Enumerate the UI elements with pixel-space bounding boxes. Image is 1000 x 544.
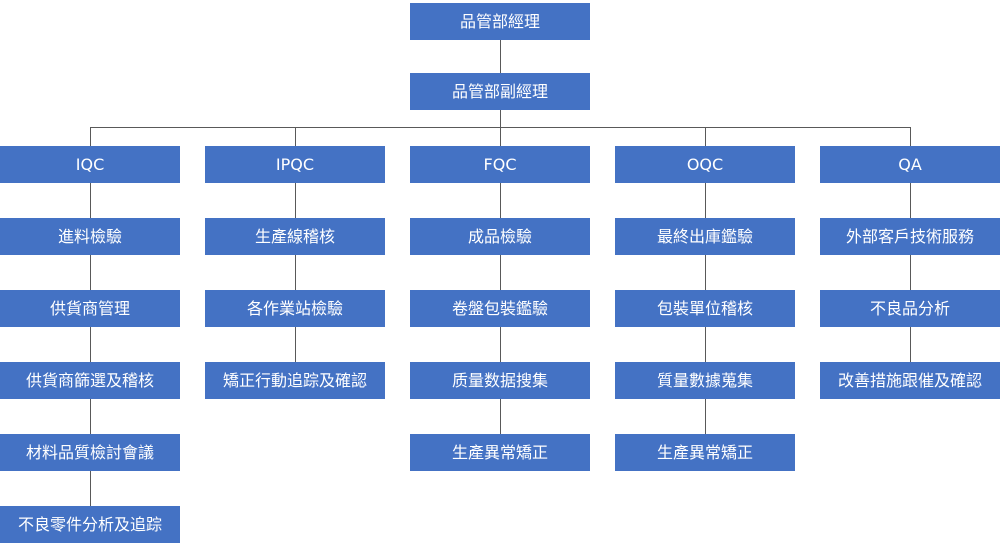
connector-line	[705, 399, 706, 434]
connector-line	[500, 327, 501, 362]
connector-line	[90, 471, 91, 506]
node-production-abnormality-correction-fqc: 生產異常矯正	[410, 434, 590, 471]
connector-line	[705, 127, 706, 146]
node-improvement-measures-followup-confirmation: 改善措施跟催及確認	[820, 362, 1000, 399]
node-quality-dept-manager: 品管部經理	[410, 3, 590, 40]
connector-line	[705, 327, 706, 362]
node-workstation-inspection: 各作業站檢驗	[205, 290, 385, 327]
node-supplier-management: 供貨商管理	[0, 290, 180, 327]
node-material-quality-review-meeting: 材料品質檢討會議	[0, 434, 180, 471]
connector-line	[705, 183, 706, 218]
node-quality-data-collection-oqc: 質量數據蒐集	[615, 362, 795, 399]
connector-line	[910, 255, 911, 290]
node-defective-product-analysis: 不良品分析	[820, 290, 1000, 327]
node-final-outbound-inspection: 最終出庫鑑驗	[615, 218, 795, 255]
connector-line	[500, 127, 501, 146]
node-incoming-material-inspection: 進料檢驗	[0, 218, 180, 255]
node-finished-product-inspection: 成品檢驗	[410, 218, 590, 255]
node-qa: QA	[820, 146, 1000, 183]
connector-line	[910, 327, 911, 362]
node-defective-parts-analysis-tracking: 不良零件分析及追踪	[0, 506, 180, 543]
node-external-customer-technical-service: 外部客戶技術服務	[820, 218, 1000, 255]
connector-line	[500, 399, 501, 434]
node-corrective-action-tracking-confirmation: 矯正行動追踪及確認	[205, 362, 385, 399]
connector-line	[90, 255, 91, 290]
connector-line	[295, 183, 296, 218]
node-quality-dept-deputy-manager: 品管部副經理	[410, 73, 590, 110]
node-packaging-unit-audit: 包裝單位稽核	[615, 290, 795, 327]
node-ipqc: IPQC	[205, 146, 385, 183]
connector-line	[90, 327, 91, 362]
connector-line	[295, 255, 296, 290]
node-reel-packaging-inspection: 卷盤包裝鑑驗	[410, 290, 590, 327]
connector-line	[705, 255, 706, 290]
node-production-abnormality-correction-oqc: 生產異常矯正	[615, 434, 795, 471]
connector-line	[500, 110, 501, 127]
node-quality-data-collection-fqc: 质量数据搜集	[410, 362, 590, 399]
node-oqc: OQC	[615, 146, 795, 183]
node-iqc: IQC	[0, 146, 180, 183]
connector-line	[500, 255, 501, 290]
connector-line	[295, 127, 296, 146]
connector-line	[500, 40, 501, 73]
node-fqc: FQC	[410, 146, 590, 183]
connector-line	[90, 127, 91, 146]
connector-line	[295, 327, 296, 362]
connector-line	[910, 183, 911, 218]
connector-line	[500, 183, 501, 218]
connector-line	[910, 127, 911, 146]
connector-line	[90, 399, 91, 434]
node-supplier-screening-audit: 供貨商篩選及稽核	[0, 362, 180, 399]
node-production-line-audit: 生產線稽核	[205, 218, 385, 255]
connector-line	[90, 183, 91, 218]
